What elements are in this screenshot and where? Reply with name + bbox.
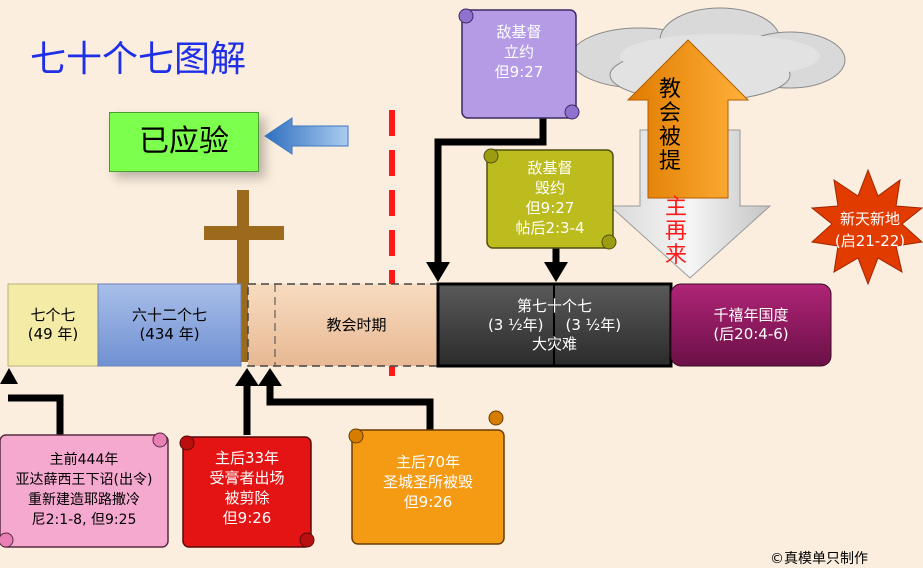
- cloud-shape: [569, 7, 846, 102]
- seg4-tribulation: 大灾难: [531, 334, 577, 353]
- seg4-title: 第七十个七: [516, 296, 592, 315]
- rapture-label: 教会被提: [658, 77, 681, 174]
- scroll-break: [483, 148, 617, 250]
- seg1-title: 七个七: [30, 306, 76, 324]
- seg5-title: 千禧年国度: [713, 306, 789, 324]
- timeline-seg1-box: [7, 283, 99, 367]
- covenant-connector: [434, 118, 547, 266]
- timeline-seg4: 第七十个七 (3 ½年) (3 ½年) 大灾难: [438, 284, 671, 366]
- seg5-ref: (后20:4-6): [713, 325, 789, 343]
- seg3-title: 教会时期: [326, 315, 387, 334]
- seg4-second-half: (3 ½年): [565, 315, 622, 334]
- seg4-first-half: (3 ½年): [487, 315, 544, 334]
- new-heaven-starburst: [810, 168, 923, 286]
- seg2-duration: (434 年): [139, 325, 200, 343]
- return-label: 主再来: [664, 195, 687, 268]
- scroll-covenant: [458, 8, 580, 120]
- timeline-seg3: 教会时期: [275, 284, 438, 366]
- seg1-duration: (49 年): [27, 325, 79, 343]
- timeline-seg2: 六十二个七 (434 年): [98, 284, 241, 366]
- timeline-seg5: 千禧年国度 (后20:4-6): [671, 284, 831, 366]
- temple-text: 主后70年 圣城圣所被毁 但9:26: [382, 453, 473, 511]
- credit-text: ©真模单只制作: [770, 551, 868, 567]
- scroll-temple: [348, 410, 505, 545]
- rapture-arrow: [626, 39, 750, 199]
- scroll-decree: [0, 432, 169, 548]
- fulfilled-label: 已应验: [109, 112, 259, 172]
- seg2-title: 六十二个七: [131, 306, 207, 324]
- timeline-seg5-box: [670, 283, 832, 367]
- timeline-seg2-box: [97, 283, 242, 367]
- cutoff-text: 主后33年 受膏者出场 被剪除 但9:26: [209, 449, 285, 527]
- page-title: 七十个七图解: [30, 39, 247, 80]
- scroll-cutoff: [179, 435, 315, 548]
- covenant-text: 敌基督 立约 但9:27: [494, 23, 544, 81]
- left-arrow: [264, 117, 349, 155]
- decree-text: 主前444年 亚达薛西王下诏(出令) 重新建造耶路撒冷 尼2:1-8, 但9:2…: [15, 452, 153, 528]
- break-text: 敌基督 毁约 但9:27 帖后2:3-4: [515, 159, 585, 237]
- timeline-seg1: 七个七 (49 年): [8, 284, 98, 366]
- new-heaven-text: 新天新地 (启21-22): [834, 210, 906, 250]
- timeline-seg3-box: [247, 283, 439, 367]
